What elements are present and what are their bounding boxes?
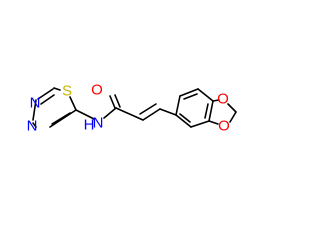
- bond-alkene-ring: [159, 108, 177, 116]
- bond-ch2-o-lower: [229, 111, 237, 123]
- bond-alkene-double: [139, 103, 157, 115]
- benzene-ring: [175, 88, 214, 128]
- bond-benz-4: [208, 100, 214, 122]
- atom-nitrogen-lower: N: [27, 118, 38, 135]
- bond-c-s: [53, 87, 61, 91]
- atom-amide-nitrogen: N: [93, 115, 104, 132]
- bond-benz-inner-1: [183, 93, 198, 100]
- bond-benz-o-upper: [212, 99, 220, 102]
- bond-carbonyl-o: [109, 95, 116, 109]
- bond-benz-inner-3: [179, 113, 191, 123]
- thiadiazole-ring: [32, 87, 77, 128]
- bond-n-c-upper: [37, 88, 54, 100]
- bond-n-n: [32, 99, 37, 121]
- dioxole-ring: [208, 99, 237, 125]
- bond-benz-5: [190, 120, 210, 128]
- atom-carbonyl-oxygen: O: [91, 82, 103, 99]
- bond-c-n-lower-double: [51, 112, 71, 125]
- atom-dioxole-oxygen-upper: O: [217, 91, 229, 108]
- bond-o-ch2-upper: [227, 103, 237, 113]
- atom-dioxole-oxygen-lower: O: [218, 118, 230, 135]
- atom-nitrogen-upper: N: [30, 95, 41, 112]
- bond-carbonyl-alkene: [115, 107, 144, 121]
- alkene-chain: [115, 103, 177, 121]
- atom-amide-hydrogen: H: [84, 117, 95, 134]
- bond-benz-2: [179, 88, 199, 97]
- bond-nh-carbonyl: [103, 107, 117, 119]
- bond-n-n-lower: [32, 122, 37, 128]
- molecule-structure: N N S N H O O O: [27, 82, 237, 135]
- atom-sulfur: S: [62, 83, 72, 100]
- bond-o-lower-benz: [208, 120, 219, 125]
- bond-n-c-upper-double: [40, 94, 55, 105]
- bond-s-c: [69, 96, 77, 111]
- bond-benz-inner-2: [204, 103, 209, 119]
- bond-alkene: [142, 108, 161, 121]
- bond-ring-nh: [75, 109, 95, 120]
- amide-group: [75, 94, 121, 120]
- bond-c-n-lower: [49, 109, 77, 128]
- bond-benz-1: [175, 95, 181, 116]
- atom-labels: N N S N H O O O: [27, 82, 230, 135]
- bond-benz-6: [175, 114, 192, 128]
- bond-benz-3: [197, 88, 214, 102]
- bond-carbonyl-o-double: [114, 94, 121, 108]
